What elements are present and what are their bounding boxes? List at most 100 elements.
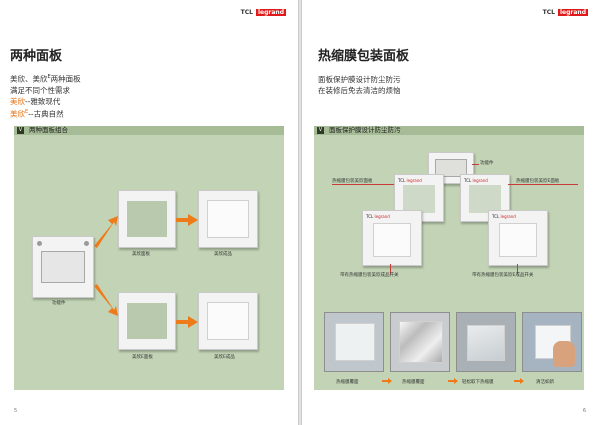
- right-header-logo: TCL legrand: [543, 9, 588, 16]
- desc-line-1-text: 美欣、美欣: [10, 74, 48, 84]
- film-window-right: [469, 185, 501, 213]
- leader-line: [332, 184, 394, 185]
- step-caption-1: 热缩膜覆面: [336, 380, 359, 385]
- tcl-logo: TCL: [240, 9, 253, 16]
- caption-base: 功能件: [52, 301, 66, 306]
- frame-window-2: [127, 303, 167, 339]
- step-photo-3: [456, 312, 516, 372]
- step-photo-4: [522, 312, 582, 372]
- right-description: 面板保护膜设计防尘防污 在装修后免去清洁的烦恼: [318, 74, 401, 96]
- wrapped-switch-left: TCL legrand: [362, 210, 422, 266]
- top-module-body: [435, 159, 467, 177]
- hand-icon: [553, 341, 575, 367]
- left-section-title: 两种面板组合: [29, 126, 68, 134]
- step-arrow-icon: [514, 378, 524, 384]
- orange-arrows: [94, 216, 118, 316]
- plate-brand-tcl: TCL: [366, 214, 374, 219]
- left-header-logo: TCL legrand: [241, 9, 286, 16]
- screw-hole-icon: [37, 241, 42, 246]
- finished-switch-2: [198, 292, 258, 350]
- finished-switch-1: [198, 190, 258, 248]
- desc-line-3-label: 美欣: [10, 96, 25, 106]
- right-section-band: V 面板保护膜设计防尘防污: [314, 126, 584, 135]
- desc-line-4-text: --古典自然: [28, 109, 64, 118]
- right-page: TCL legrand 热缩膜包装面板 面板保护膜设计防尘防污 在装修后免去清洁…: [302, 0, 600, 425]
- plate-brand-right: TCL legrand: [464, 178, 488, 183]
- left-page: TCL legrand 两种面板 美欣、美欣E两种面板 满足不同个性需求 美欣-…: [0, 0, 298, 425]
- desc-line-4-sup: E: [25, 108, 29, 115]
- plate-brand-legrand: legrand: [500, 214, 516, 219]
- label-bottom-left: 带有热缩膜包装美欣成品开关: [340, 273, 399, 278]
- tcl-logo: TCL: [542, 9, 555, 16]
- section-letter-box: V: [17, 127, 24, 134]
- right-desc-line-2: 在装修后免去清洁的烦恼: [318, 86, 401, 95]
- right-page-number: 6: [582, 408, 586, 414]
- caption-frame-2: 美欣E面板: [132, 355, 153, 360]
- legrand-logo: legrand: [256, 9, 286, 16]
- left-green-panel: V 两种面板组合 功能件 美欣面板: [14, 126, 284, 390]
- leader-line: [472, 164, 479, 165]
- left-page-title: 两种面板: [10, 49, 63, 64]
- plate-brand-legrand: legrand: [472, 178, 488, 183]
- plate-brand-left-2: TCL legrand: [366, 214, 390, 219]
- frame-window-1: [127, 201, 167, 237]
- arrow-up-icon: [94, 216, 118, 248]
- label-bottom-right: 带有热缩膜包装美欣E成品开关: [472, 273, 534, 278]
- spine-gutter: [298, 0, 302, 425]
- label-top: 功能件: [480, 161, 494, 166]
- frame-plate-2: [118, 292, 176, 350]
- arrow-right-icon: [176, 316, 198, 328]
- caption-frame-1: 美欣面板: [132, 252, 150, 257]
- right-page-title: 热缩膜包装面板: [318, 49, 410, 64]
- desc-line-3-text: --雅致现代: [25, 96, 61, 106]
- step-photo-3-peel: [467, 325, 505, 361]
- caption-done-1: 美欣成品: [214, 252, 232, 257]
- plate-brand-left: TCL legrand: [398, 178, 422, 183]
- plate-brand-right-2: TCL legrand: [492, 214, 516, 219]
- rocker-1: [207, 200, 249, 238]
- desc-line-1-end: 两种面板: [50, 74, 81, 84]
- step-caption-3: 轻松取下热缩膜: [462, 380, 494, 385]
- step-photo-1-switch: [335, 323, 375, 361]
- arrow-down-icon: [94, 284, 118, 316]
- plate-brand-tcl: TCL: [492, 214, 500, 219]
- section-letter-box: V: [317, 127, 324, 134]
- plate-brand-legrand: legrand: [406, 178, 422, 183]
- desc-line-4: 美欣E--古典自然: [10, 107, 81, 120]
- leader-line: [517, 264, 518, 274]
- right-desc-line-1: 面板保护膜设计防尘防污: [318, 75, 401, 84]
- step-caption-2: 热缩膜覆面: [402, 380, 425, 385]
- film-window-left: [403, 185, 435, 213]
- legrand-logo: legrand: [558, 9, 588, 16]
- step-photo-1: [324, 312, 384, 372]
- step-arrow-icon: [448, 378, 458, 384]
- plate-brand-tcl: TCL: [398, 178, 406, 183]
- frame-plate-1: [118, 190, 176, 248]
- screw-hole-icon: [84, 241, 89, 246]
- wrapped-switch-right: TCL legrand: [488, 210, 548, 266]
- step-caption-4: 清洁如新: [536, 380, 554, 385]
- plate-brand-legrand: legrand: [374, 214, 390, 219]
- step-photo-2-film: [399, 321, 443, 363]
- desc-line-3: 美欣--雅致现代: [10, 96, 81, 107]
- step-photo-2: [390, 312, 450, 372]
- plate-brand-tcl: TCL: [464, 178, 472, 183]
- desc-line-2: 满足不同个性需求: [10, 85, 70, 95]
- leader-line: [508, 184, 578, 185]
- arrow-right-icon: [176, 214, 198, 226]
- caption-done-2: 美欣E成品: [214, 355, 235, 360]
- rocker-2: [207, 302, 249, 340]
- desc-line-1: 美欣、美欣E两种面板: [10, 72, 81, 85]
- label-left: 热缩膜包装美欣面板: [332, 179, 373, 184]
- leader-line: [390, 264, 391, 274]
- left-page-number: 5: [14, 408, 18, 414]
- base-module: [32, 236, 94, 298]
- wrapped-rocker-right: [499, 223, 537, 257]
- desc-line-1-sup: E: [47, 74, 51, 80]
- label-right: 热缩膜包装美欣E面板: [516, 179, 560, 184]
- wrapped-rocker-left: [373, 223, 411, 257]
- right-section-title: 面板保护膜设计防尘防污: [329, 126, 401, 134]
- step-arrow-icon: [382, 378, 392, 384]
- left-description: 美欣、美欣E两种面板 满足不同个性需求 美欣--雅致现代 美欣E--古典自然: [10, 72, 81, 119]
